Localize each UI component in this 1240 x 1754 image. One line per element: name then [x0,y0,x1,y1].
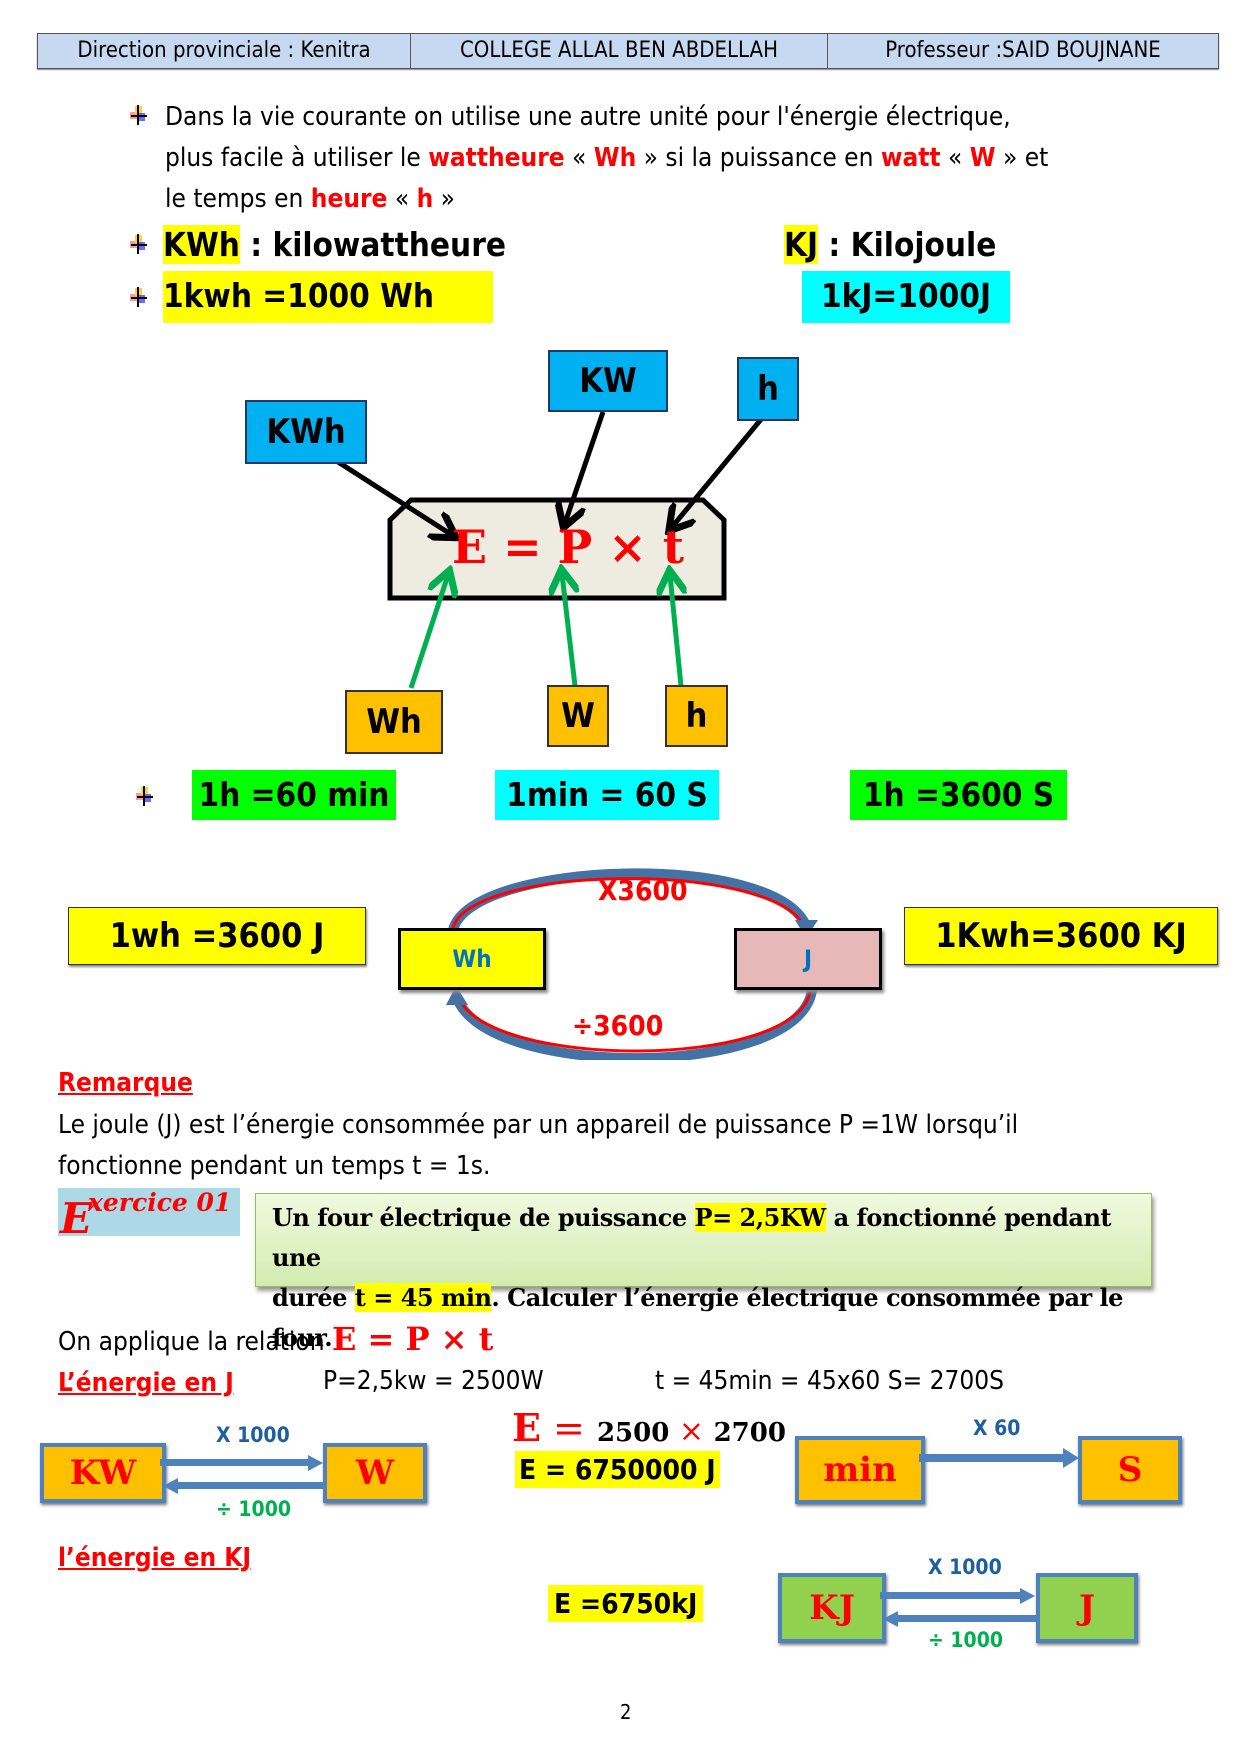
eq-kwh-kj: 1Kwh=3600 KJ [904,907,1218,965]
arrow-wh-to-e [408,575,448,689]
kj-j-arrows [880,1588,1038,1627]
unit-box-h-bottom: h [665,685,728,747]
term-wattheure: wattheure [428,143,565,173]
solution-apply: On applique la relation E = P × t [58,1320,494,1358]
label-multiply-3600: X3600 [598,874,688,907]
unit-box-w: W [547,685,609,747]
label-divide-3600: ÷3600 [572,1009,664,1042]
kwh-definition: KWh : kilowattheure [163,225,506,264]
box-kj: KJ [778,1573,886,1643]
box-w: W [323,1443,427,1503]
arrow-h-to-t [672,415,765,527]
conv-box-wh: Wh [398,928,546,990]
box-j: J [1036,1573,1138,1643]
header-professor: Professeur :SAID BOUJNANE [885,38,1161,63]
eq-wh-joule: 1wh =3600 J [68,907,366,965]
bullet-icon [130,287,147,307]
box-kw: KW [40,1443,166,1503]
eq-minute-seconds: 1min = 60 S [495,770,719,820]
power-conversion: P=2,5kw = 2500W [323,1366,544,1396]
min-s-arrow [919,1448,1079,1468]
result-joules: E = 6750000 J [515,1451,720,1488]
label-kw-w-divide: ÷ 1000 [216,1497,291,1521]
arrow-h-to-t-green [670,575,681,687]
bullet-icon [130,105,147,125]
eq-hour-minutes: 1h =60 min [192,770,396,820]
arrow-kw-to-p [565,411,606,523]
time-conversion: t = 45min = 45x60 S= 2700S [655,1366,1004,1396]
box-s: S [1078,1436,1182,1504]
header-college: COLLEGE ALLAL BEN ABDELLAH [411,34,828,68]
bullet-icon [130,234,147,254]
formula-text: E = P × t [452,520,685,574]
kj-equivalence: 1kJ=1000J [802,271,1010,323]
kj-definition: KJ : Kilojoule [784,225,997,264]
intro-line-2: plus facile à utiliser le wattheure « Wh… [165,143,1049,173]
result-kilojoules: E =6750kJ [548,1585,704,1622]
energy-calculation: E = 2500 × 2700 [512,1405,786,1450]
arc-arrow-divide [451,988,817,1060]
label-kj-j-multiply: X 1000 [928,1555,1002,1579]
exercise-title: E xercice 01 [58,1188,240,1243]
label-kj-j-divide: ÷ 1000 [928,1628,1003,1652]
unit-box-wh: Wh [345,690,443,754]
label-kw-w-multiply: X 1000 [216,1423,290,1447]
term-heure: heure [310,184,388,214]
energy-j-title: L’énergie en J [58,1368,234,1398]
exercise-statement: Un four électrique de puissance P= 2,5KW… [255,1193,1152,1352]
conv-box-j: J [734,928,882,990]
given-power: P= 2,5KW [694,1203,826,1232]
document-header: Direction provinciale : Kenitra COLLEGE … [37,33,1219,69]
energy-kj-title: l’énergie en KJ [58,1543,252,1573]
conversion-arrows [446,868,818,1060]
remarque-title: Remarque [58,1068,193,1098]
kwh-equivalence: 1kwh =1000 Wh [163,271,493,323]
label-min-s-multiply: X 60 [973,1416,1021,1440]
kw-w-arrows [160,1455,326,1494]
unit-box-h-top: h [737,357,799,421]
formula-box [387,497,727,601]
page-number: 2 [620,1700,632,1724]
solution-formula: E = P × t [331,1320,494,1358]
term-watt: watt [880,143,941,173]
bullet-icon [136,786,153,806]
intro-line-1: Dans la vie courante on utilise une autr… [165,102,1011,132]
eq-hour-seconds: 1h =3600 S [850,770,1067,820]
header-direction: Direction provinciale : Kenitra [38,34,411,68]
intro-paragraph: Dans la vie courante on utilise une autr… [165,97,1215,220]
formula-arrows [333,411,765,689]
intro-line-3: le temps en heure « h » [165,184,455,214]
arrow-kwh-to-e [333,457,452,535]
remarque-text: Le joule (J) est l’énergie consommée par… [58,1110,1019,1181]
unit-box-kw: KW [548,350,668,412]
arrow-w-to-p [562,574,575,687]
box-min: min [795,1436,925,1504]
given-time: t = 45 min [354,1283,492,1312]
unit-box-kwh: KWh [245,400,367,464]
